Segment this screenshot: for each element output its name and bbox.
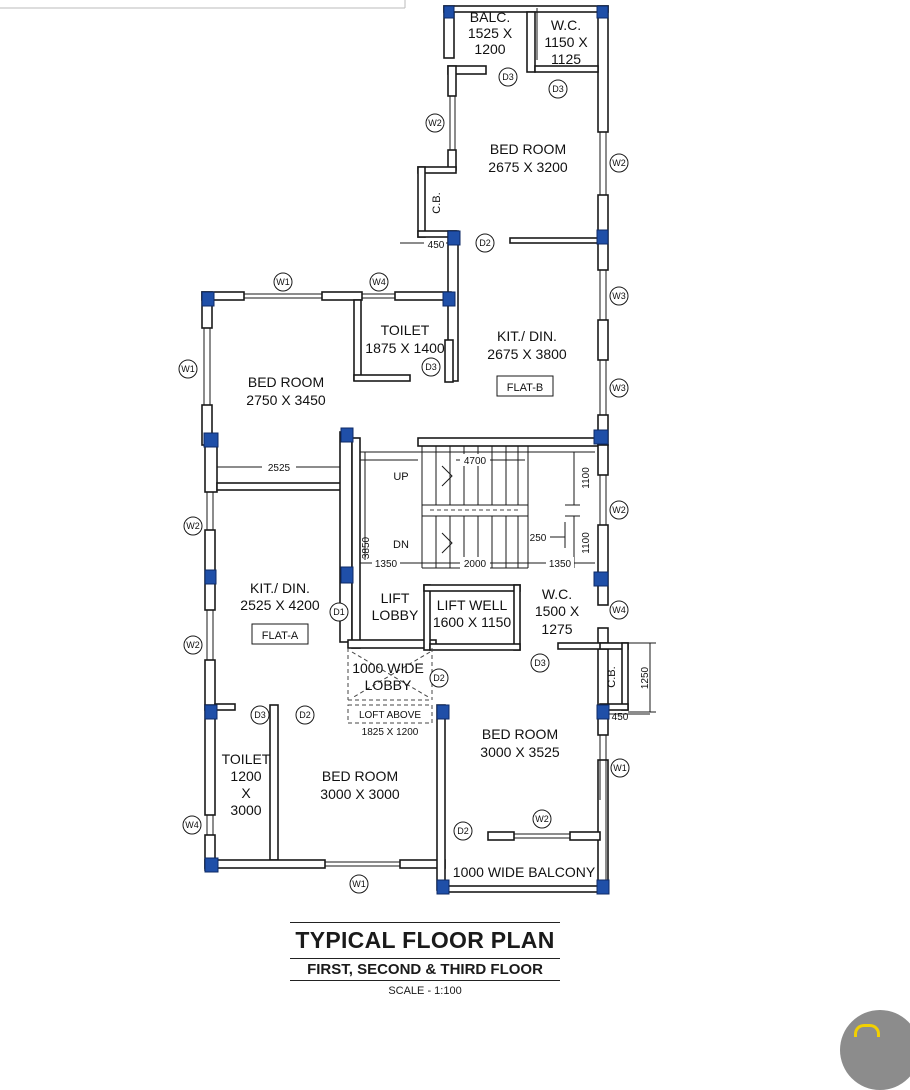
tag-w2-left-top: W2 xyxy=(428,118,442,128)
tag-d2-bottom: D2 xyxy=(457,826,469,836)
room-kit-b-l1: KIT./ DIN. xyxy=(497,328,557,344)
stair-dn-label: DN xyxy=(393,539,409,551)
room-bed-b-l1: BED ROOM xyxy=(490,141,566,157)
tag-d1: D1 xyxy=(333,607,345,617)
room-lift-well-l2: 1600 X 1150 xyxy=(433,614,512,630)
room-wc-mid-l2: 1500 X xyxy=(535,603,580,619)
room-bed-b-l2: 2675 X 3200 xyxy=(488,159,568,175)
dim-450-right: 450 xyxy=(612,712,629,723)
dim-1350-b: 1350 xyxy=(549,559,572,570)
loft-l2: 1825 X 1200 xyxy=(362,727,419,738)
room-kit-a-l1: KIT./ DIN. xyxy=(250,580,310,596)
tag-d3-wc-mid: D3 xyxy=(534,658,546,668)
dim-2000: 2000 xyxy=(464,559,487,570)
room-toilet-sw-l2: 1200 xyxy=(230,768,261,784)
tag-w1-top: W1 xyxy=(276,277,290,287)
room-cb-right: C.B. xyxy=(606,666,618,687)
room-bed-nw-l1: BED ROOM xyxy=(248,374,324,390)
room-cb-top: C.B. xyxy=(431,192,443,213)
opening-tags: D3 D3 W2 W2 D2 W1 W4 W3 D3 W1 W3 W2 W2 D… xyxy=(178,67,630,894)
columns xyxy=(201,5,610,895)
room-wc-top-l3: 1125 xyxy=(551,51,581,67)
room-bed-s-l2: 3000 X 3000 xyxy=(320,786,400,802)
loft-l1: LOFT ABOVE xyxy=(359,710,421,721)
dimension-labels: 450 2525 4700 1100 250 1100 3850 1350 20… xyxy=(262,238,651,723)
flat-a-label: FLAT-A xyxy=(262,630,299,642)
flat-b-label: FLAT-B xyxy=(507,382,543,394)
room-bed-se-l1: BED ROOM xyxy=(482,726,558,742)
room-toilet-top-l1: TOILET xyxy=(381,322,430,338)
dim-450-top: 450 xyxy=(428,240,445,251)
stair-up-label: UP xyxy=(393,471,408,483)
plan-subtitle: FIRST, SECOND & THIRD FLOOR xyxy=(290,958,560,981)
title-block: TYPICAL FLOOR PLAN FIRST, SECOND & THIRD… xyxy=(290,922,560,997)
dim-2525: 2525 xyxy=(268,463,291,474)
tag-w3-b: W3 xyxy=(612,383,626,393)
dim-1350-a: 1350 xyxy=(375,559,398,570)
tag-w4-right: W4 xyxy=(612,605,626,615)
tag-w1-right-low: W1 xyxy=(613,763,627,773)
tag-d3-balc: D3 xyxy=(502,72,514,82)
tag-w1-bottom: W1 xyxy=(352,879,366,889)
floor-plan-drawing: BALC. 1525 X 1200 W.C. 1150 X 1125 BED R… xyxy=(0,0,656,895)
room-lift-well-l1: LIFT WELL xyxy=(437,597,508,613)
room-balc-top-l2: 1525 X xyxy=(468,25,513,41)
tag-d3-toilet-sw: D3 xyxy=(254,710,266,720)
room-toilet-sw-l3: X xyxy=(241,785,251,801)
room-lift-lobby-l1: LIFT xyxy=(381,590,410,606)
room-toilet-sw-l4: 3000 xyxy=(230,802,261,818)
tag-w2-right-mid: W2 xyxy=(612,505,626,515)
tag-d2-top: D2 xyxy=(479,238,491,248)
dim-4700: 4700 xyxy=(464,456,487,467)
room-kit-b-l2: 2675 X 3800 xyxy=(487,346,567,362)
tag-w2-right-top: W2 xyxy=(612,158,626,168)
tag-w2-left-low: W2 xyxy=(186,640,200,650)
tag-d2-lobby: D2 xyxy=(433,673,445,683)
tag-w1-left: W1 xyxy=(181,364,195,374)
dim-1100-b: 1100 xyxy=(581,532,592,554)
tag-d3-wc: D3 xyxy=(552,84,564,94)
room-bed-nw-l2: 2750 X 3450 xyxy=(246,392,326,408)
balcony-label: 1000 WIDE BALCONY xyxy=(453,864,596,880)
lobby-1000-l1: 1000 WIDE xyxy=(352,660,424,676)
corner-icon xyxy=(854,1024,880,1037)
room-toilet-sw-l1: TOILET xyxy=(222,751,271,767)
dim-3850: 3850 xyxy=(361,536,372,559)
tag-w2-bottom: W2 xyxy=(535,814,549,824)
tag-w3-a: W3 xyxy=(612,291,626,301)
room-labels: BALC. 1525 X 1200 W.C. 1150 X 1125 BED R… xyxy=(222,9,618,880)
room-wc-mid-l3: 1275 xyxy=(541,621,572,637)
room-wc-top-l2: 1150 X xyxy=(544,34,588,50)
room-bed-s-l1: BED ROOM xyxy=(322,768,398,784)
room-wc-top-l1: W.C. xyxy=(551,17,581,33)
tag-w4-left: W4 xyxy=(185,820,199,830)
floating-action-button[interactable] xyxy=(840,1010,910,1090)
windows xyxy=(203,8,607,890)
tag-w2-left-mid: W2 xyxy=(186,521,200,531)
lobby-1000-l2: LOBBY xyxy=(365,677,412,693)
room-toilet-top-l2: 1875 X 1400 xyxy=(365,340,445,356)
dim-1250: 1250 xyxy=(640,666,651,689)
dim-250: 250 xyxy=(530,533,547,544)
tag-d2-bed-s: D2 xyxy=(299,710,311,720)
tag-d3-toilet: D3 xyxy=(425,362,437,372)
room-wc-mid-l1: W.C. xyxy=(542,586,572,602)
room-balc-top-l3: 1200 xyxy=(474,41,505,57)
room-bed-se-l2: 3000 X 3525 xyxy=(480,744,560,760)
room-kit-a-l2: 2525 X 4200 xyxy=(240,597,320,613)
room-lift-lobby-l2: LOBBY xyxy=(372,607,419,623)
room-balc-top-l1: BALC. xyxy=(470,9,510,25)
tag-w4-top: W4 xyxy=(372,277,386,287)
plan-title: TYPICAL FLOOR PLAN xyxy=(290,922,560,954)
plan-scale: SCALE - 1:100 xyxy=(388,985,462,997)
dim-1100-a: 1100 xyxy=(581,467,592,489)
